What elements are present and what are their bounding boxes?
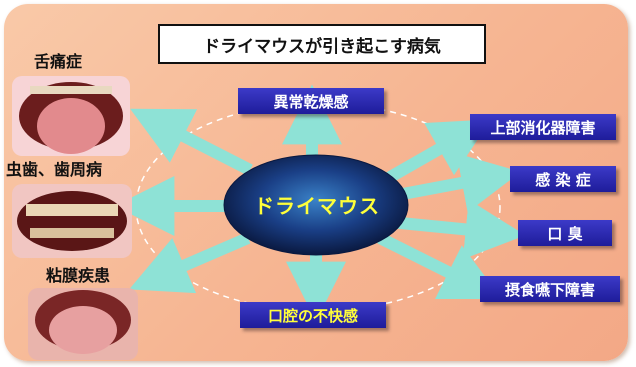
tag-halitosis: 口 臭 — [518, 220, 612, 246]
arrow-lower-left — [129, 232, 251, 294]
label-mucosal-disease: 粘膜疾患 — [46, 266, 111, 285]
photo-tongue-1 — [12, 76, 130, 156]
arrow-right-3 — [389, 199, 526, 260]
photo-teeth — [12, 184, 132, 258]
arrow-right-2 — [390, 153, 522, 213]
tag-upper-gi-disorder: 上部消化器障害 — [470, 114, 616, 140]
center-oval — [223, 154, 409, 256]
diagram-title: ドライマウスが引き起こす病気 — [158, 24, 486, 64]
arrow-right-4 — [377, 232, 503, 300]
tag-abnormal-dryness: 異常乾燥感 — [238, 88, 384, 114]
label-glossodynia: 舌痛症 — [34, 52, 83, 71]
label-caries-periodontal: 虫歯、歯周病 — [6, 160, 103, 179]
tag-oral-discomfort: 口腔の不快感 — [240, 302, 386, 328]
arrow-right-1 — [375, 119, 492, 190]
tag-dysphagia: 摂食嚥下障害 — [480, 276, 620, 302]
arrow-upper-left — [130, 108, 253, 176]
center-label: ドライマウス — [254, 194, 380, 218]
photo-tongue-2 — [28, 288, 138, 360]
tag-infection: 感 染 症 — [510, 166, 616, 192]
